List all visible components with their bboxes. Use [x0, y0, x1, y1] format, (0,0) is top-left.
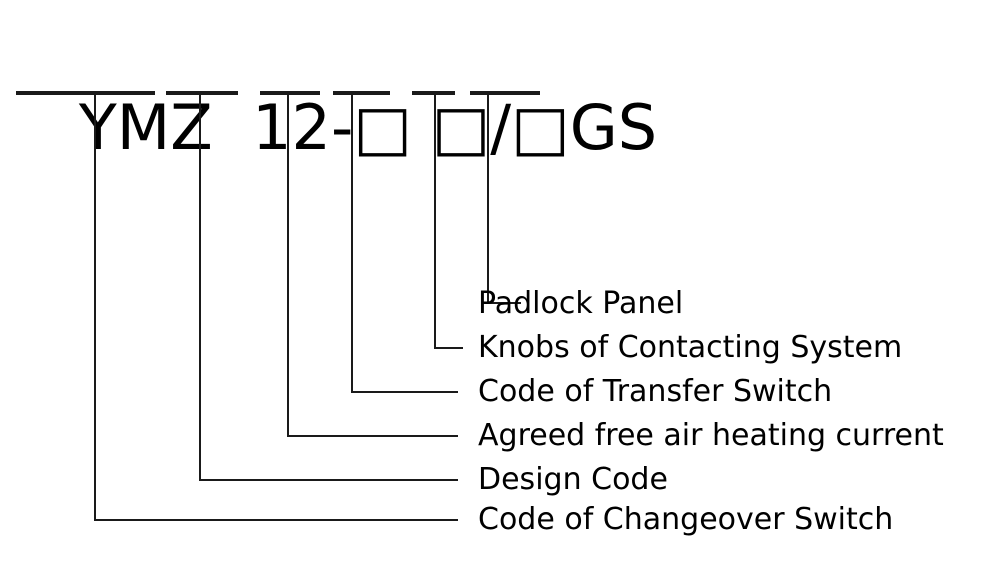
leader-code-of-transfer-switch — [350, 93, 458, 394]
leader-padlock-panel — [486, 93, 521, 305]
callout-label-design-code: Design Code — [478, 462, 668, 497]
leader-code-of-changeover-switch — [93, 93, 458, 522]
leader-knobs-of-contacting-system — [433, 93, 463, 350]
code-part-suffix: GS — [569, 91, 658, 164]
callout-label-padlock-panel: Padlock Panel — [478, 286, 684, 321]
callout-label-agreed-free-air-heating-current: Agreed free air heating current — [478, 418, 944, 453]
leader-design-code — [198, 93, 458, 482]
code-part-slash: / — [490, 91, 512, 164]
code-part-box-2: □ — [431, 91, 491, 164]
code-part-prefix: YMZ — [78, 91, 213, 164]
code-part-box-1: □ — [353, 91, 412, 164]
callout-label-code-of-changeover-switch: Code of Changeover Switch — [478, 502, 894, 537]
callout-label-code-of-transfer-switch: Code of Transfer Switch — [478, 374, 833, 409]
model-code-title: YMZ 12-□ □/□GS — [0, 8, 1000, 164]
callout-label-knobs-of-contacting-system: Knobs of Contacting System — [478, 330, 903, 365]
leader-agreed-free-air-heating-current — [286, 93, 458, 438]
code-part-series: 12- — [252, 91, 354, 164]
code-part-box-3: □ — [511, 91, 570, 164]
